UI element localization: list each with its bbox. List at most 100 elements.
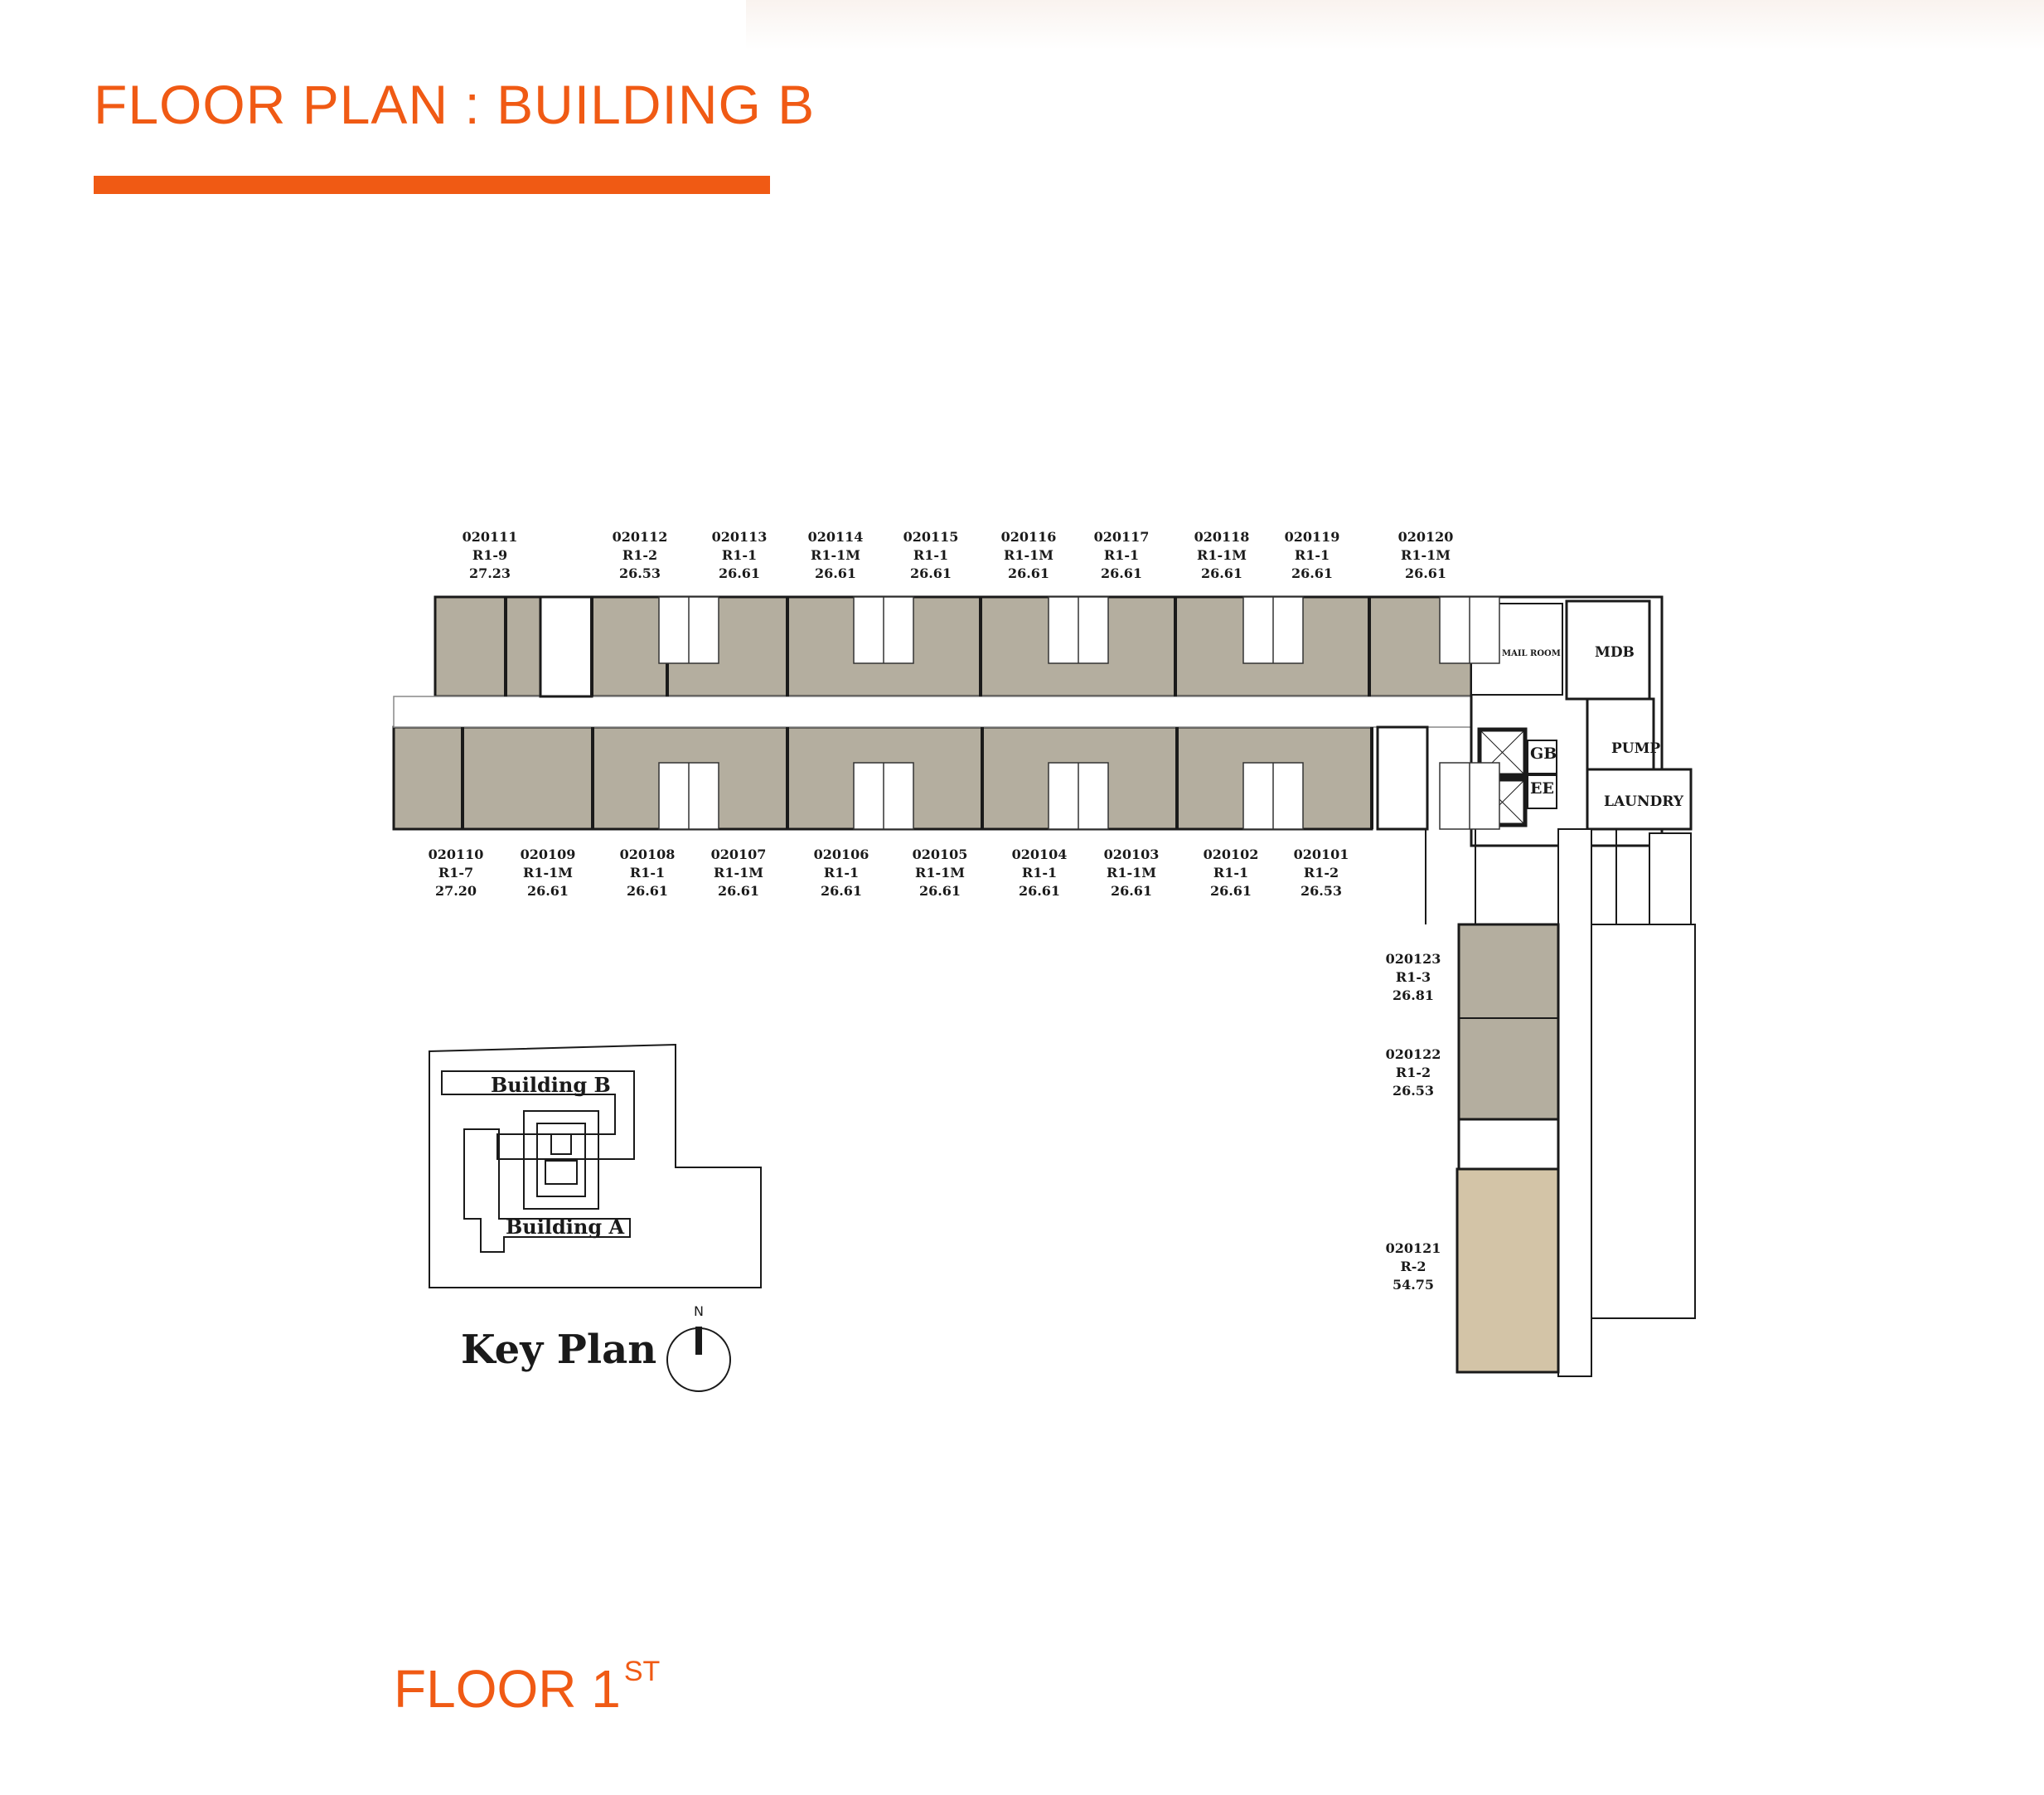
floor-number: FLOOR 1 xyxy=(394,1659,621,1719)
unit-type: R1-1 xyxy=(823,865,860,881)
unit-id: 020103 xyxy=(1103,847,1160,862)
page-title: FLOOR PLAN : BUILDING B xyxy=(94,74,816,135)
unit-id: 020121 xyxy=(1385,1240,1441,1256)
pump-label: PUMP xyxy=(1611,740,1661,757)
unit-area: 26.61 xyxy=(1291,565,1334,581)
unit-id: 020112 xyxy=(612,529,668,545)
key-plan-map xyxy=(429,1043,762,1288)
north-label: N xyxy=(694,1303,704,1319)
wing-stair xyxy=(1457,1118,1560,1171)
unit-area: 26.61 xyxy=(1110,883,1153,899)
unit-type: R1-3 xyxy=(1395,969,1431,985)
unit-type: R1-1 xyxy=(1021,865,1058,881)
unit-area: 26.61 xyxy=(717,883,760,899)
unit-area: 26.61 xyxy=(918,883,961,899)
unit-type: R1-1 xyxy=(1294,547,1330,563)
unit-id: 020102 xyxy=(1203,847,1259,862)
unit-area: 26.61 xyxy=(626,883,669,899)
key-plan-title: Key Plan xyxy=(461,1327,657,1373)
unit-area: 27.23 xyxy=(468,565,511,581)
unit-type: R1-9 xyxy=(472,547,508,563)
north-arrow-icon xyxy=(666,1327,731,1392)
key-plan-building-b: Building B xyxy=(491,1073,611,1097)
unit-type: R-2 xyxy=(1400,1259,1426,1274)
unit-area: 26.61 xyxy=(1404,565,1447,581)
parking-area xyxy=(1591,924,1696,1319)
unit-type: R1-1 xyxy=(629,865,666,881)
unit-type: R1-1M xyxy=(523,865,573,881)
unit-type: R1-2 xyxy=(622,547,658,563)
unit-type: R1-1M xyxy=(1401,547,1451,563)
stair-top-left xyxy=(539,595,593,698)
wing-corridor xyxy=(1557,828,1592,1377)
parking-strip xyxy=(1649,832,1692,925)
unit-type: R1-2 xyxy=(1395,1065,1431,1080)
unit-id: 020111 xyxy=(462,529,518,545)
floor-suffix: ST xyxy=(623,1655,661,1687)
unit-type: R1-1M xyxy=(1197,547,1247,563)
unit-type: R1-1 xyxy=(721,547,758,563)
unit-id: 020113 xyxy=(711,529,768,545)
mail-room-label: MAIL ROOM xyxy=(1502,649,1561,658)
title-underline xyxy=(94,176,770,194)
unit-area: 26.61 xyxy=(1007,565,1050,581)
unit-id: 020101 xyxy=(1293,847,1349,862)
unit-area: 26.53 xyxy=(618,565,661,581)
unit-area: 26.53 xyxy=(1300,883,1343,899)
unit-id: 020105 xyxy=(912,847,968,862)
unit-id: 020123 xyxy=(1385,951,1441,967)
unit-area: 26.61 xyxy=(1100,565,1143,581)
unit-area: 26.61 xyxy=(1200,565,1243,581)
laundry-label: LAUNDRY xyxy=(1604,793,1683,810)
unit-type: R1-1M xyxy=(811,547,860,563)
unit-id: 020120 xyxy=(1397,529,1454,545)
gb-label: GB xyxy=(1530,745,1557,763)
unit-area: 54.75 xyxy=(1392,1277,1435,1293)
unit-area: 26.81 xyxy=(1392,987,1435,1003)
key-plan-building-a: Building A xyxy=(506,1215,625,1239)
unit-id: 020106 xyxy=(813,847,869,862)
unit-area: 26.61 xyxy=(1018,883,1061,899)
unit-id: 020109 xyxy=(520,847,576,862)
pump-room xyxy=(1586,697,1655,771)
unit-area: 26.61 xyxy=(526,883,569,899)
unit-type: R1-7 xyxy=(438,865,474,881)
unit-area: 26.61 xyxy=(820,883,863,899)
unit-type: R1-1 xyxy=(1213,865,1249,881)
unit-type: R1-1M xyxy=(714,865,763,881)
unit-id: 020119 xyxy=(1284,529,1340,545)
unit-id: 020104 xyxy=(1011,847,1068,862)
header-decoration xyxy=(746,0,2044,50)
unit-type: R1-1M xyxy=(915,865,965,881)
unit-area: 26.61 xyxy=(814,565,857,581)
unit-area: 26.61 xyxy=(1209,883,1252,899)
unit-id: 020114 xyxy=(807,529,864,545)
gb-room xyxy=(1527,740,1557,774)
stair-center xyxy=(1376,725,1429,831)
unit-area: 27.20 xyxy=(434,883,477,899)
mdb-room xyxy=(1565,599,1651,701)
unit-id: 020117 xyxy=(1093,529,1150,545)
unit-id: 020108 xyxy=(619,847,676,862)
unit-id: 020118 xyxy=(1194,529,1250,545)
unit-id: 020115 xyxy=(903,529,959,545)
